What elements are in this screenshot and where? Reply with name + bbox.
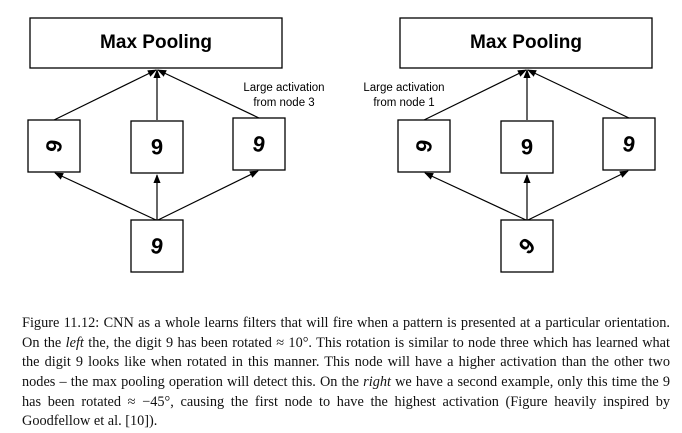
node-1-digit: 9 — [41, 138, 68, 154]
input-digit: 9 — [149, 233, 165, 260]
figure-caption: Figure 11.12: CNN as a whole learns filt… — [22, 314, 670, 432]
arrow-node3-to-pool — [527, 69, 630, 119]
input-box — [500, 219, 554, 273]
caption-emphasis-left: left — [65, 334, 84, 351]
cnn-rotation-diagram: Max Pooling 9 9 9 Large activation from … — [27, 17, 656, 273]
annotation-line-2: from node 3 — [253, 97, 314, 109]
filter-node-3 — [232, 117, 286, 171]
node-2-digit: 9 — [151, 135, 163, 160]
caption-text-1: Figure 11.12: CNN as a whole learns filt… — [22, 315, 670, 351]
filter-node-1 — [27, 119, 81, 173]
caption-text-2: the, the digit 9 has been rotated ≈ 10°.… — [22, 334, 670, 391]
max-pooling-label: Max Pooling — [100, 32, 212, 53]
node-1-digit: 9 — [411, 138, 438, 154]
node-3-digit: 9 — [621, 131, 637, 158]
node-3-digit: 9 — [251, 131, 267, 158]
filter-node-2 — [130, 120, 184, 174]
filter-node-2 — [500, 120, 554, 174]
annotation-line-2: from node 1 — [373, 97, 434, 109]
left-diagram: Max Pooling 9 9 9 Large activation from … — [27, 17, 325, 273]
right-diagram: Max Pooling 9 9 9 Large activation from … — [363, 17, 656, 273]
caption-emphasis-right: right — [363, 374, 391, 391]
caption-text-3: we have a second example, only this time… — [22, 374, 670, 430]
input-box — [130, 219, 184, 273]
max-pooling-box — [29, 17, 283, 69]
annotation-line-1: Large activation — [363, 82, 444, 94]
max-pooling-label: Max Pooling — [470, 32, 582, 53]
arrow-node3-to-pool — [157, 69, 260, 119]
arrow-input-to-node1 — [424, 172, 527, 221]
arrow-node1-to-pool — [53, 69, 157, 121]
arrow-node1-to-pool — [423, 69, 527, 121]
arrow-input-to-node3 — [157, 170, 259, 221]
node-2-digit: 9 — [521, 135, 533, 160]
max-pooling-box — [399, 17, 653, 69]
arrow-input-to-node3 — [527, 170, 629, 221]
arrow-input-to-node1 — [54, 172, 157, 221]
annotation-line-1: Large activation — [243, 82, 324, 94]
filter-node-3 — [602, 117, 656, 171]
filter-node-1 — [397, 119, 451, 173]
